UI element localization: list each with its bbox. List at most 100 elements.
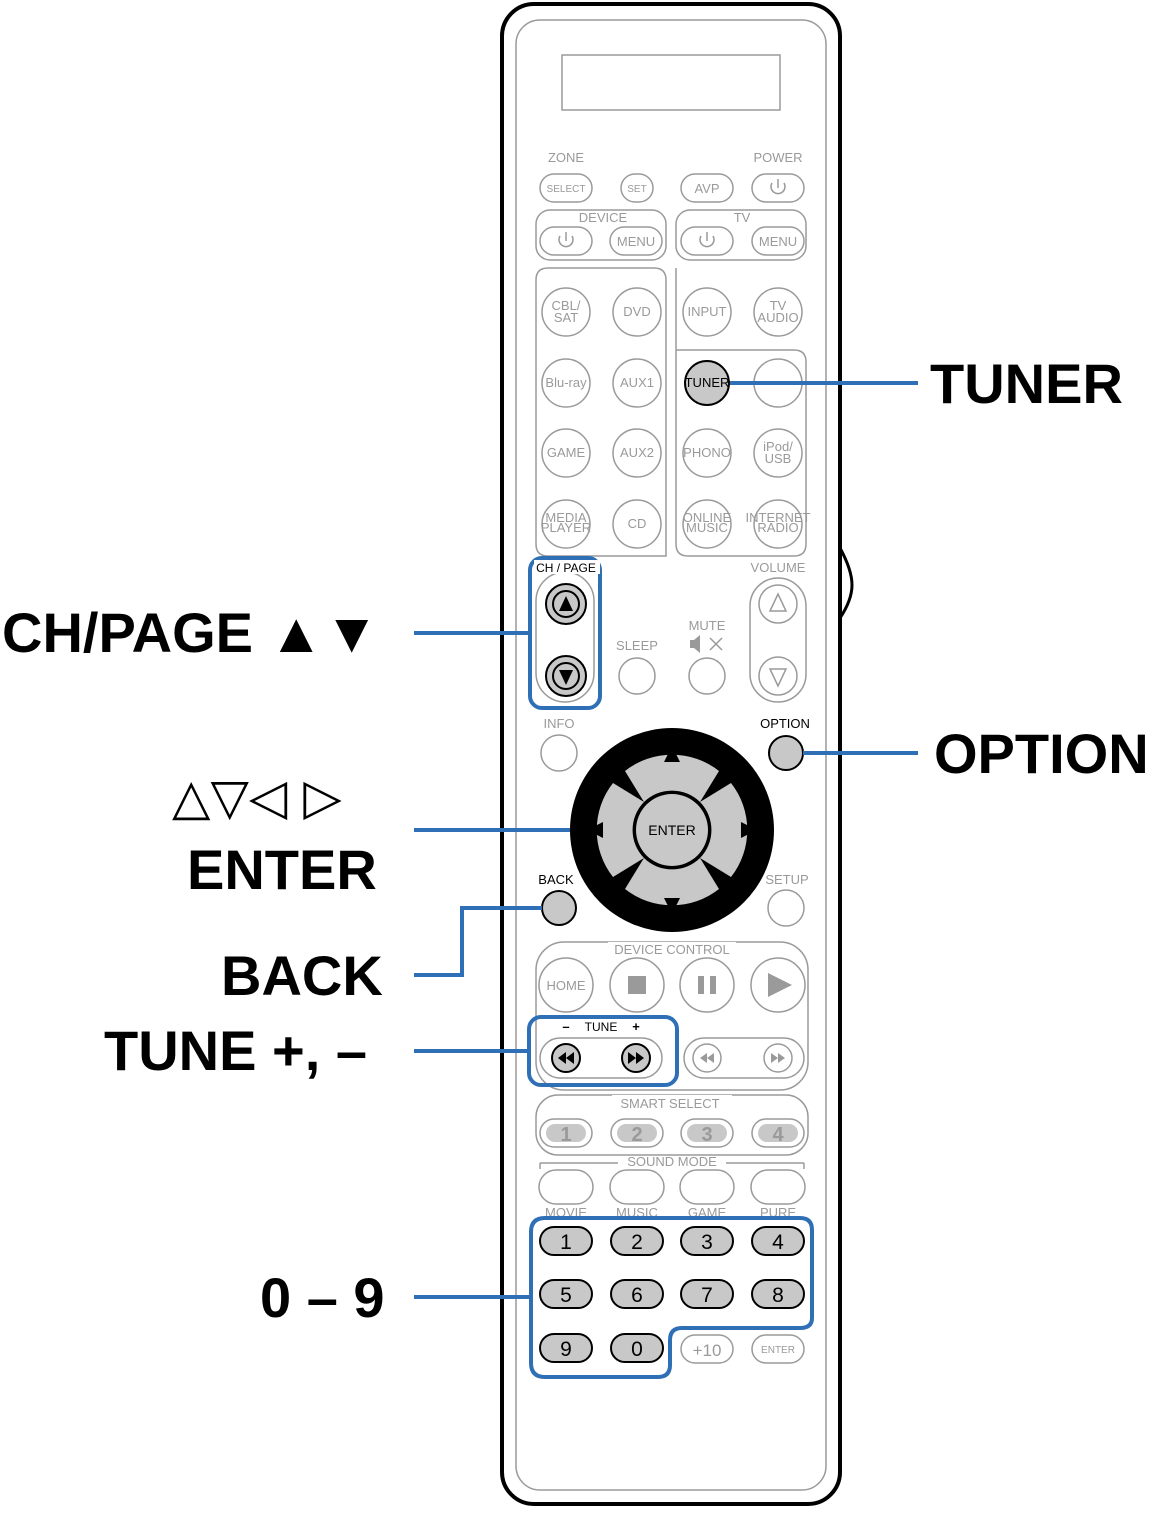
sleep-mute-group: SLEEP MUTE [616,618,726,695]
sound-mode-pure-button[interactable] [750,1169,806,1205]
input-source-section [535,267,807,557]
digit-9-button[interactable] [539,1333,593,1363]
sound-mode-music-button[interactable] [609,1169,665,1205]
digit-3-button[interactable] [680,1226,734,1256]
option-label: OPTION [760,716,810,731]
source-cd-button[interactable] [612,499,662,549]
digit-8-button[interactable] [751,1279,805,1309]
digit-2-button[interactable] [610,1226,664,1256]
source-online-music-button[interactable] [682,499,732,549]
source-ipod-usb-button[interactable] [753,428,803,478]
set-label: SET [627,184,646,195]
source-cbl-sat-label-1: CBL/ [552,298,581,313]
digit-6-button[interactable] [610,1279,664,1309]
smart-select-2-button[interactable] [610,1118,664,1148]
tune-callout: TUNE +, – [104,1019,367,1082]
dpad-down-button[interactable] [625,858,719,906]
source-game-button[interactable] [541,428,591,478]
back-callout: BACK [221,944,383,1007]
volume-down-button[interactable] [758,656,798,696]
digit-1-button[interactable] [539,1226,593,1256]
smart-select-4-label: 4 [772,1124,784,1146]
dpad-right-button[interactable] [700,783,748,877]
home-button[interactable] [538,957,594,1013]
device-menu-label: MENU [617,234,655,249]
plus10-button[interactable] [680,1334,734,1364]
source-bluray-button[interactable] [541,358,591,408]
back-button[interactable] [541,890,577,926]
enter-label: ENTER [648,822,695,838]
sound-mode-movie-button[interactable] [538,1169,594,1205]
option-callout: OPTION [934,722,1149,785]
zone-label: ZONE [548,150,584,165]
play-button[interactable] [750,957,806,1013]
digit-7-button[interactable] [680,1279,734,1309]
setup-label: SETUP [765,872,808,887]
source-aux1-button[interactable] [612,358,662,408]
play-icon [768,973,792,997]
sleep-button[interactable] [618,657,656,695]
tune-label: TUNE [585,1020,618,1034]
arrows-callout: △▽◁ ▷ [172,768,342,826]
digit-5-button[interactable] [539,1279,593,1309]
arrow-up-icon [664,746,680,762]
dpad-left-button[interactable] [596,783,644,877]
device-menu-button[interactable] [609,226,663,256]
zone-select-button[interactable] [539,173,593,203]
source-dvd-button[interactable] [612,287,662,337]
dpad: ENTER [570,728,774,932]
stop-button[interactable] [609,957,665,1013]
source-cbl-sat-button[interactable] [541,287,591,337]
rewind-icon [558,1052,574,1064]
arrow-right-icon [741,822,757,838]
sleep-label: SLEEP [616,638,658,653]
source-tuner-label: TUNER [685,375,730,390]
info-button[interactable] [540,734,578,772]
mute-button[interactable] [688,657,726,695]
source-aux2-button[interactable] [612,428,662,478]
volume-up-button[interactable] [758,584,798,624]
source-tuner-button[interactable] [684,360,730,406]
source-ipod-usb-label-1: iPod/ [763,439,793,454]
dpad-up-button[interactable] [625,754,719,802]
pause-button[interactable] [679,957,735,1013]
digits-callout: 0 – 9 [260,1266,385,1329]
digit-0-button[interactable] [610,1333,664,1363]
fast-forward-icon [628,1052,644,1064]
enter-button[interactable] [636,794,708,866]
source-internet-radio-button[interactable] [753,499,803,549]
smart-select-label: SMART SELECT [620,1096,719,1111]
back-leader [414,906,542,977]
source-tv-audio-button[interactable] [753,287,803,337]
remote-display [561,54,781,111]
digit-4-button[interactable] [751,1226,805,1256]
source-online-music-label-2: MUSIC [686,520,728,535]
tv-power-button[interactable] [680,226,734,256]
source-phono-button[interactable] [682,428,732,478]
tv-menu-button[interactable] [751,226,805,256]
smart-select-1-button[interactable] [539,1118,593,1148]
setup-button[interactable] [767,889,805,927]
arrow-left-icon [587,822,603,838]
chpage-label: CH / PAGE [536,561,596,575]
power-button[interactable] [751,173,805,203]
source-input-button[interactable] [682,287,732,337]
skip-forward-button[interactable] [763,1043,793,1073]
smart-select-3-button[interactable] [680,1118,734,1148]
mute-label: MUTE [689,618,726,633]
leader-lines [414,381,918,1299]
source-media-player-button[interactable] [541,499,591,549]
device-power-button[interactable] [539,226,593,256]
enter-small-button[interactable] [751,1334,805,1364]
sound-mode-game-button[interactable] [679,1169,735,1205]
set-button[interactable] [620,173,654,203]
smart-select-4-button[interactable] [751,1118,805,1148]
skip-back-button[interactable] [692,1043,722,1073]
digit-1-label: 1 [560,1231,572,1254]
power-label: POWER [753,150,802,165]
source-tv-audio-label-2: AUDIO [757,310,798,325]
option-button[interactable] [768,735,804,771]
avp-button[interactable] [680,173,734,203]
